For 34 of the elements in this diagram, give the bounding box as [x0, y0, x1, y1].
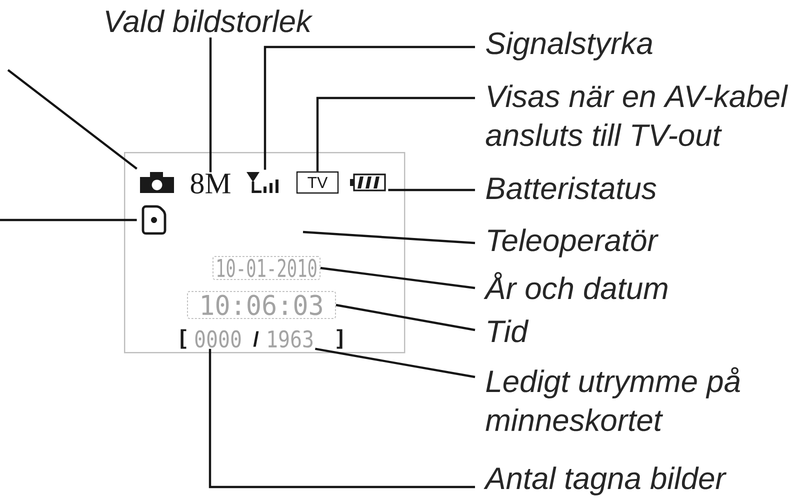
callout-label: Signalstyrka	[486, 32, 652, 60]
leader-line	[388, 188, 475, 192]
free-space-readout: 1963	[268, 330, 312, 348]
time-readout: 10:06:03	[187, 290, 336, 319]
leader-line	[336, 304, 476, 332]
leader-line	[209, 38, 212, 172]
memory-card-icon	[142, 205, 166, 235]
photo-counter: 0000	[195, 330, 241, 348]
camera-icon	[140, 172, 174, 193]
leader-line	[315, 348, 476, 378]
slash: /	[253, 331, 259, 347]
bracket: ]	[336, 329, 342, 349]
leader-line	[316, 96, 475, 172]
signal-icon	[246, 172, 278, 193]
leader-line	[7, 69, 138, 170]
callout-label: Ledigt utrymme på minneskortet	[486, 367, 740, 432]
callout-label: År och datum	[484, 272, 668, 300]
bracket: [	[180, 329, 186, 349]
battery-icon	[350, 174, 386, 192]
leader-line	[208, 348, 475, 488]
tv-indicator: TV	[296, 171, 339, 194]
callout-label: Antal tagna bilder	[484, 466, 727, 496]
callout-label: Vald bildstorlek	[106, 10, 313, 32]
callout-label: Tid	[488, 320, 529, 342]
callout-label: Teleoperatör	[488, 228, 659, 258]
image-size-indicator: 8M	[190, 173, 230, 194]
leader-line	[0, 218, 137, 222]
callout-label: Batteristatus	[486, 176, 656, 200]
leader-line	[264, 46, 475, 170]
date-readout: 10-01-2010	[212, 256, 320, 280]
leader-line	[302, 230, 476, 244]
leader-line	[320, 266, 476, 290]
display-screen	[124, 152, 406, 354]
callout-label: Visas när en AV-kabel ansluts till TV-out	[486, 84, 788, 146]
